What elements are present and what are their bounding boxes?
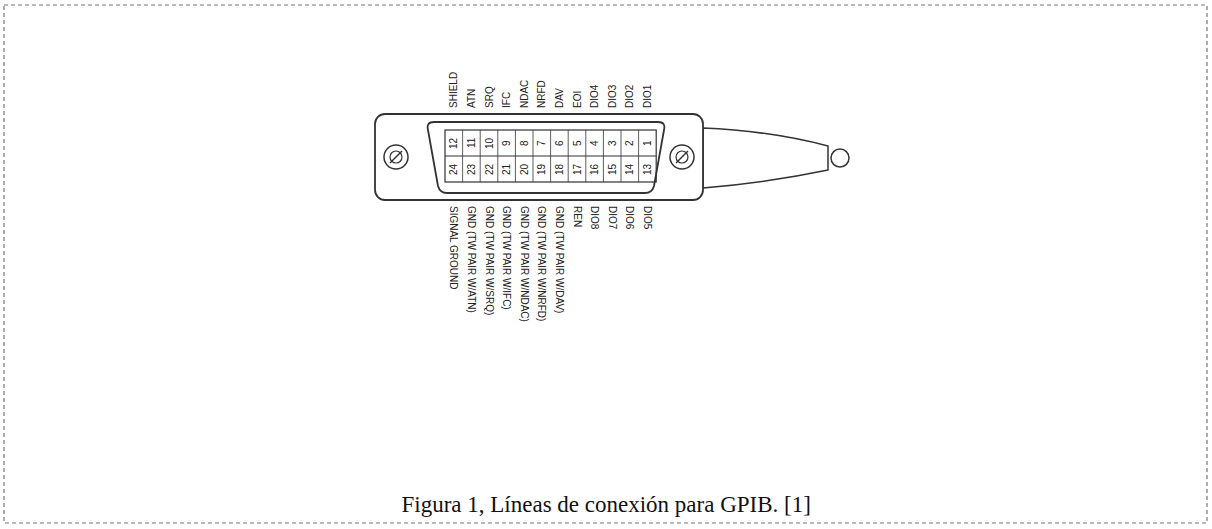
pin-number: 4 — [589, 140, 600, 146]
signal-label: GND (TW PAIR W/DAV) — [554, 206, 565, 313]
signal-label: SHIELD — [448, 72, 459, 108]
screw — [384, 145, 408, 169]
signal-label: GND (TW PAIR W/NRFD) — [536, 206, 547, 321]
pin-number: 10 — [484, 137, 495, 148]
signal-label: GND (TW PAIR W/SRQ) — [484, 206, 495, 315]
pin-number: 3 — [607, 140, 618, 146]
pin-number: 6 — [554, 140, 565, 146]
pin-number: 23 — [466, 163, 477, 174]
signal-label: REN — [572, 206, 583, 227]
pin-grid — [445, 130, 656, 182]
pin-number: 2 — [624, 140, 635, 146]
signal-label: DIO5 — [642, 206, 653, 229]
pin-number: 8 — [519, 140, 530, 146]
dashed-frame — [4, 5, 1207, 523]
signal-label: GND (TW PAIR W/NDAC) — [519, 206, 530, 322]
signal-label: GND (TW PAIR W/ATN) — [466, 206, 477, 313]
cable — [703, 128, 828, 188]
signal-label: DAV — [554, 88, 565, 108]
signal-label: IFC — [501, 92, 512, 108]
pin-number: 5 — [572, 140, 583, 146]
signal-label: SRQ — [484, 86, 495, 108]
signal-label: GND (TW PAIR W/IFC) — [501, 206, 512, 310]
signal-label: DIO8 — [589, 206, 600, 229]
pin-number: 11 — [466, 138, 477, 148]
signal-label: EOI — [572, 91, 583, 108]
pin-number: 13 — [642, 163, 653, 174]
signal-label: SIGNAL GROUND — [448, 206, 459, 290]
pin-number: 9 — [501, 140, 512, 146]
connector-shell — [428, 122, 665, 193]
signal-label: ATN — [466, 89, 477, 108]
signal-label: DIO1 — [642, 85, 653, 108]
pin-number: 18 — [554, 163, 565, 174]
pin-number: 15 — [607, 163, 618, 174]
signal-label: NRFD — [536, 80, 547, 108]
pin-number: 14 — [624, 163, 635, 174]
signal-label: DIO2 — [624, 85, 635, 108]
figure-caption: Figura 1, Líneas de conexión para GPIB. … — [402, 492, 811, 518]
pin-number: 16 — [589, 163, 600, 174]
signal-label: DIO6 — [624, 206, 635, 229]
signal-label: DIO3 — [607, 85, 618, 108]
cable-loop — [831, 149, 849, 167]
signal-label: NDAC — [519, 80, 530, 108]
pin-number: 22 — [484, 163, 495, 174]
pin-number: 17 — [572, 163, 583, 174]
pin-number: 21 — [501, 163, 512, 174]
pin-number: 12 — [448, 137, 459, 148]
screw — [670, 145, 694, 169]
pin-number: 24 — [448, 163, 459, 174]
signal-label: DIO7 — [607, 206, 618, 229]
pin-number: 20 — [519, 163, 530, 174]
signal-label: DIO4 — [589, 85, 600, 108]
connector-body — [375, 114, 703, 200]
pin-number: 7 — [536, 140, 547, 146]
pin-number: 19 — [536, 163, 547, 174]
pin-number: 1 — [642, 140, 653, 146]
